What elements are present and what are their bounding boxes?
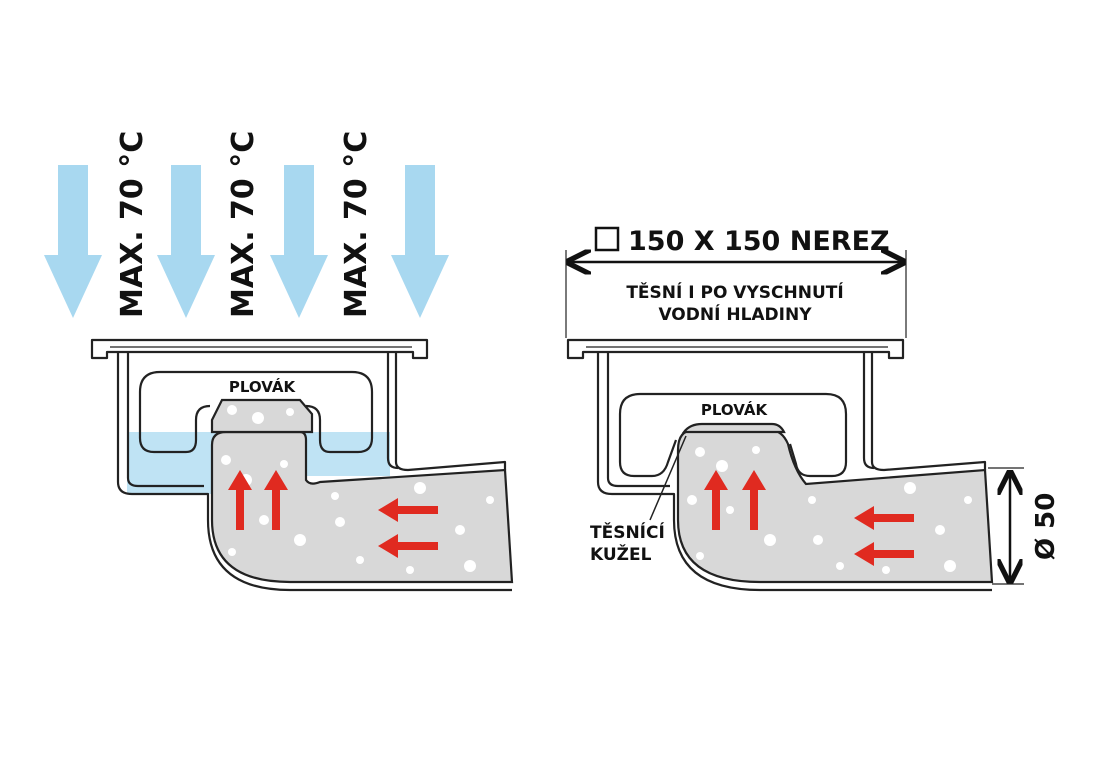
air-bubbles	[687, 446, 972, 574]
float-label: PLOVÁK	[229, 377, 297, 396]
diameter-label: Ø 50	[1031, 493, 1061, 560]
water-level	[127, 432, 390, 494]
cone-label-line2: KUŽEL	[590, 543, 652, 565]
dimension-label: 150 X 150 NEREZ	[628, 226, 890, 257]
temp-label: MAX. 70 °C	[226, 131, 261, 318]
square-icon	[594, 226, 620, 252]
drain-body	[116, 352, 512, 592]
cone-leader-line	[649, 435, 687, 521]
left-drain: MAX. 70 °C MAX. 70 °C MAX. 70 °C PLOVÁK	[44, 131, 514, 592]
drain-flange	[566, 338, 905, 360]
drain-flange	[90, 338, 429, 360]
right-drain: 150 X 150 NEREZ TĚSNÍ I PO VYSCHNUTÍ VOD…	[565, 226, 1061, 592]
down-arrow	[270, 165, 328, 318]
float	[681, 422, 786, 434]
outlet-pipe	[676, 428, 994, 584]
down-arrow	[157, 165, 215, 318]
temp-label: MAX. 70 °C	[115, 131, 150, 318]
flow-arrows	[704, 470, 914, 566]
downward-flow-arrows	[44, 165, 449, 318]
seal-note-line2: VODNÍ HLADINY	[658, 303, 812, 325]
float-label: PLOVÁK	[701, 400, 769, 419]
temp-label: MAX. 70 °C	[339, 131, 374, 318]
down-arrow	[44, 165, 102, 318]
down-arrow	[391, 165, 449, 318]
cone-label-line1: TĚSNÍCÍ	[590, 521, 665, 543]
seal-note-line1: TĚSNÍ I PO VYSCHNUTÍ	[626, 281, 843, 303]
drain-body	[596, 352, 992, 592]
flow-arrows	[228, 470, 438, 558]
